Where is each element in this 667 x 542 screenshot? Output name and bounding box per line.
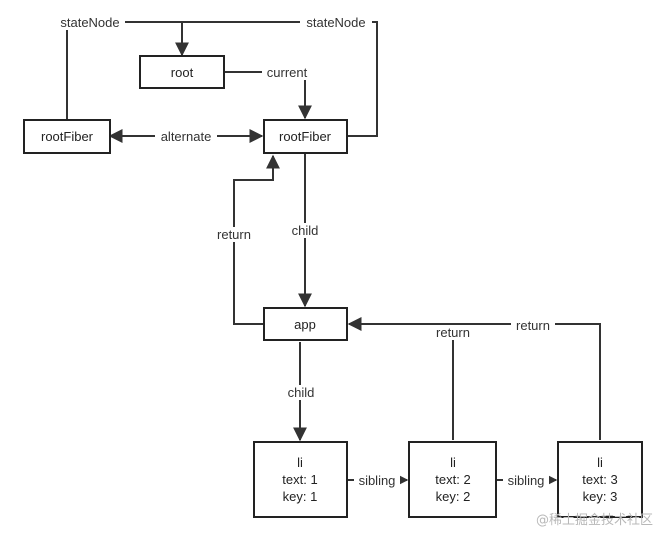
node-li-3: li text: 3 key: 3	[557, 441, 643, 518]
node-li-1-line-1: li	[297, 455, 303, 470]
edges	[66, 21, 601, 487]
label-sibling-1: sibling	[359, 473, 396, 488]
node-li-2-line-3: key: 2	[436, 489, 471, 504]
node-li-2-line-1: li	[450, 455, 456, 470]
label-sibling-2: sibling	[508, 473, 545, 488]
node-rootfiber-left-label: rootFiber	[41, 129, 94, 144]
node-li-3-line-2: text: 3	[582, 472, 617, 487]
label-child-li: child	[288, 385, 315, 400]
node-root: root	[139, 55, 225, 89]
node-app: app	[263, 307, 348, 341]
node-rootfiber-left: rootFiber	[23, 119, 111, 154]
label-return-app: return	[217, 227, 251, 242]
label-statenode-right: stateNode	[306, 15, 365, 30]
node-rootfiber-main: rootFiber	[263, 119, 348, 154]
edge-return-li3	[347, 317, 601, 440]
node-li-2-line-2: text: 2	[435, 472, 470, 487]
edge-labels: stateNode stateNode current alternate ch…	[55, 15, 555, 488]
watermark: @稀土掘金技术社区	[535, 513, 653, 528]
node-app-label: app	[294, 317, 316, 332]
edge-statenode-right	[182, 21, 378, 137]
edge-return-app	[233, 154, 280, 325]
node-rootfiber-main-label: rootFiber	[279, 129, 332, 144]
node-root-label: root	[171, 65, 194, 80]
node-li-1-line-3: key: 1	[283, 489, 318, 504]
label-return-li2: return	[436, 325, 470, 340]
label-return-li3: return	[516, 318, 550, 333]
node-li-2: li text: 2 key: 2	[408, 441, 497, 518]
node-li-3-line-1: li	[597, 455, 603, 470]
label-child-app: child	[292, 223, 319, 238]
label-alternate: alternate	[161, 129, 212, 144]
node-li-1: li text: 1 key: 1	[253, 441, 348, 518]
node-li-1-line-2: text: 1	[282, 472, 317, 487]
label-current: current	[267, 65, 308, 80]
label-statenode-left: stateNode	[60, 15, 119, 30]
node-li-3-line-3: key: 3	[583, 489, 618, 504]
